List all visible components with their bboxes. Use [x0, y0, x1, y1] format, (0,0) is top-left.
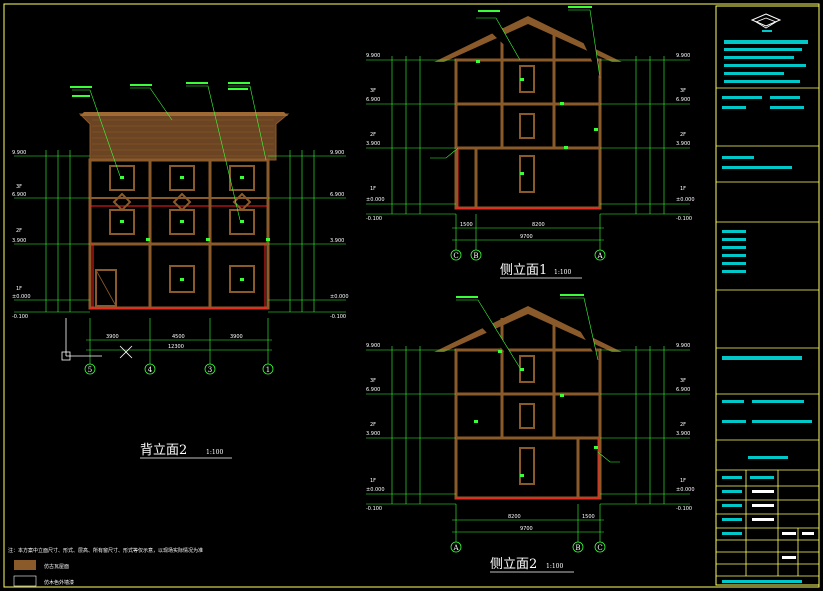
span-dim: 3900 [230, 334, 243, 340]
floor-tag: 1F [680, 186, 686, 192]
total-dim: 9700 [520, 526, 533, 532]
floor-tag: 2F [16, 228, 22, 234]
company-logo [750, 13, 782, 32]
level-label: ±0.000 [676, 197, 695, 203]
level-label: -0.100 [330, 314, 346, 320]
span-dim: 3900 [106, 334, 119, 340]
back-roof [78, 113, 290, 161]
level-label: 3.900 [12, 238, 26, 244]
legend-label: 仿古瓦屋面 [44, 563, 69, 570]
roof-tile-hatch [92, 119, 274, 157]
floor-tag: 1F [370, 186, 376, 192]
level-label: 6.900 [330, 192, 344, 198]
level-label: 6.900 [676, 387, 690, 393]
level-label: ±0.000 [366, 487, 385, 493]
axis-bubble: 5 [88, 366, 92, 374]
axis-bubble: C [597, 544, 602, 552]
level-label: 3.900 [330, 238, 344, 244]
level-label: 9.900 [366, 343, 380, 349]
level-label: -0.100 [676, 216, 692, 222]
floor-tag: 3F [370, 88, 376, 94]
side-elevation-2: 9.900 6.900 3.900 ±0.000 -0.100 9.900 6.… [366, 294, 695, 573]
level-label: -0.100 [366, 216, 382, 222]
back-door [95, 269, 117, 307]
axis-bubble: B [575, 544, 580, 552]
elevation-title: 侧立面1 [500, 263, 547, 278]
level-label: 9.900 [676, 343, 690, 349]
legend-swatch [13, 575, 37, 587]
floor-tag: 1F [370, 478, 376, 484]
floor-tag: 1F [680, 478, 686, 484]
span-dim: 1500 [460, 222, 473, 228]
back-roof-ridge [80, 112, 288, 116]
level-label: 9.900 [330, 150, 344, 156]
sheet-border [3, 3, 820, 588]
level-label: 3.900 [366, 141, 380, 147]
floor-tag: 3F [16, 184, 22, 190]
total-dim: 9700 [520, 234, 533, 240]
span-dim: 4500 [172, 334, 185, 340]
level-label: 6.900 [366, 97, 380, 103]
axis-bubble: A [596, 252, 603, 260]
back-windows [109, 165, 255, 293]
span-dim: 8200 [508, 514, 521, 520]
elevation-scale: 1:100 [554, 269, 571, 276]
elevation-scale: 1:100 [546, 563, 563, 570]
level-label: 9.900 [366, 53, 380, 59]
level-label: 6.900 [12, 192, 26, 198]
back-elevation: 9.900 6.900 3.900 ±0.000 -0.100 9.900 6.… [12, 82, 349, 459]
level-label: -0.100 [676, 506, 692, 512]
level-label: 3.900 [676, 141, 690, 147]
elevation-title: 侧立面2 [490, 557, 537, 572]
axis-bubble: C [453, 252, 458, 260]
axis-bubble: 1 [266, 366, 270, 374]
level-label: ±0.000 [12, 294, 31, 300]
axis-bubble: 3 [208, 366, 212, 374]
floor-tag: 2F [370, 132, 376, 138]
floor-tag: 1F [16, 286, 22, 292]
level-label: ±0.000 [330, 294, 349, 300]
level-label: 9.900 [12, 150, 26, 156]
floor-tag: 3F [370, 378, 376, 384]
level-label: 6.900 [366, 387, 380, 393]
title-block [715, 5, 820, 586]
legend-label: 仿木色外墙漆 [44, 579, 74, 586]
level-label: 3.900 [676, 431, 690, 437]
annotation-markers [120, 176, 270, 281]
note-and-legend: 注：本方案中立面尺寸、形式、层高、所有窗尺寸、形式等仅示意，以现场实际情况为准 … [8, 547, 203, 587]
level-label: 3.900 [366, 431, 380, 437]
elevation-scale: 1:100 [206, 449, 223, 456]
span-dim: 8200 [532, 222, 545, 228]
level-label: 9.900 [676, 53, 690, 59]
level-label: ±0.000 [366, 197, 385, 203]
floor-tag: 2F [680, 132, 686, 138]
total-dim: 12300 [168, 344, 184, 350]
side-elevation-1: 9.900 6.900 3.900 ±0.000 -0.100 9.900 6.… [366, 6, 695, 279]
span-dim: 1500 [582, 514, 595, 520]
floor-tag: 2F [370, 422, 376, 428]
level-label: 6.900 [676, 97, 690, 103]
floor-tag: 3F [680, 378, 686, 384]
axis-bubble: 4 [148, 366, 153, 374]
level-label: ±0.000 [676, 487, 695, 493]
axis-bubble: A [452, 544, 459, 552]
level-label: -0.100 [366, 506, 382, 512]
axis-bubble: B [473, 252, 478, 260]
level-label: -0.100 [12, 314, 28, 320]
ucs-icon [61, 318, 133, 361]
floor-tag: 3F [680, 88, 686, 94]
elevation-title: 背立面2 [140, 443, 187, 458]
drawing-note: 注：本方案中立面尺寸、形式、层高、所有窗尺寸、形式等仅示意，以现场实际情况为准 [8, 547, 203, 554]
floor-tag: 2F [680, 422, 686, 428]
legend-swatch [14, 560, 36, 570]
